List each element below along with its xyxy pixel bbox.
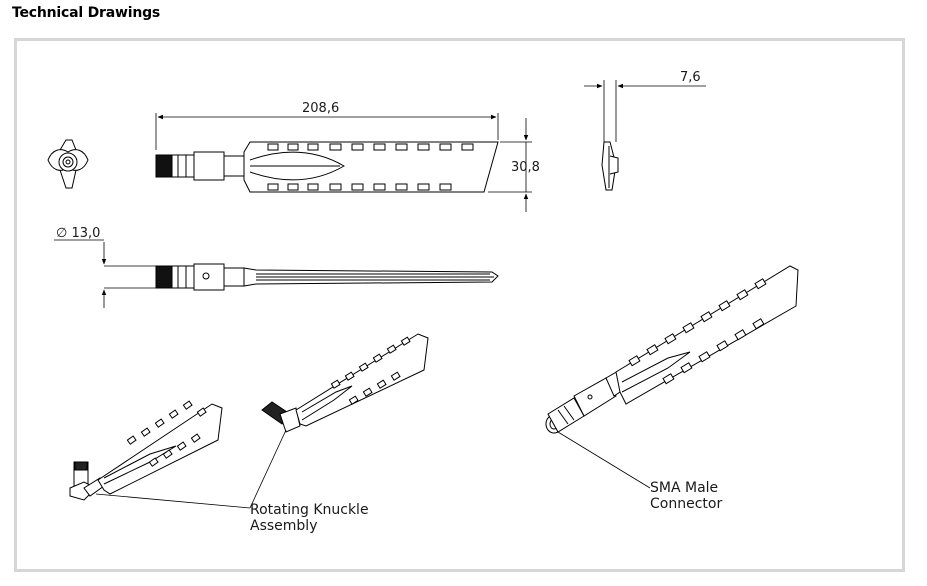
knuckle-callout-line2: Assembly: [250, 518, 317, 534]
thickness-dimension: [584, 80, 706, 142]
end-view-icon: [47, 139, 89, 189]
diameter-label: ∅ 13,0: [56, 226, 100, 241]
sma-callout-line2: Connector: [650, 496, 722, 512]
knuckle-callout-line1: Rotating Knuckle: [250, 502, 369, 518]
width-label: 30,8: [511, 160, 540, 175]
iso-view-bent-antenna: [69, 400, 223, 501]
sma-leader-line: [557, 431, 651, 489]
diameter-dimension: [54, 239, 156, 308]
thickness-label: 7,6: [680, 70, 701, 85]
iso-view-large-antenna: [545, 265, 799, 434]
length-label: 208,6: [302, 101, 339, 116]
width-dimension: [488, 118, 532, 212]
sma-callout-line1: SMA Male: [650, 480, 718, 496]
iso-view-straight-antenna: [261, 333, 429, 433]
top-view-antenna: [155, 141, 499, 193]
knuckle-leader-lines: [95, 429, 287, 509]
edge-view-antenna: [155, 263, 499, 291]
page-title: Technical Drawings: [12, 5, 161, 21]
side-view-icon: [601, 141, 619, 191]
length-dimension: [155, 113, 499, 150]
